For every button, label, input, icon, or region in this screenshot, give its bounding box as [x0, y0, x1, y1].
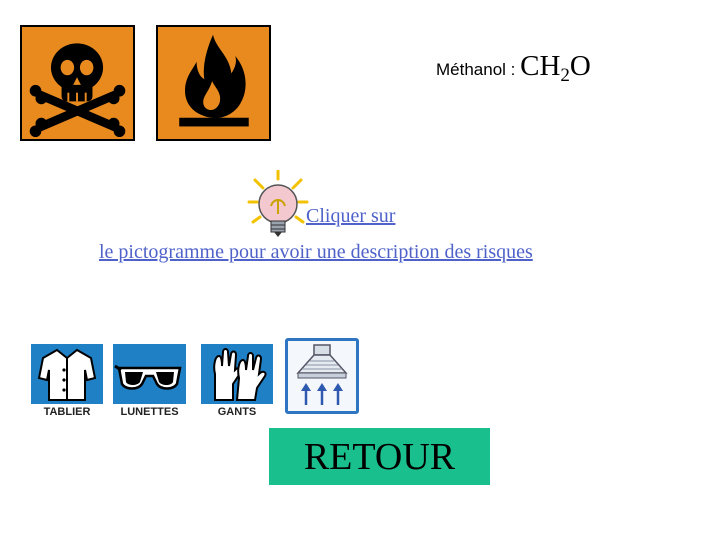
- gloves-icon: [213, 348, 267, 401]
- lab-coat-icon: [37, 348, 97, 401]
- info-link-line1[interactable]: Cliquer sur: [306, 205, 396, 227]
- lightbulb-icon: [247, 170, 309, 242]
- ppe-apron[interactable]: TABLIER: [31, 344, 103, 422]
- flame-icon: [179, 34, 249, 127]
- ppe-goggles[interactable]: LUNETTES: [113, 344, 186, 422]
- formula-subscript: 2: [560, 65, 570, 86]
- ppe-gloves[interactable]: GANTS: [201, 344, 273, 422]
- ppe-goggles-label: LUNETTES: [120, 406, 179, 418]
- safety-glasses-icon: [114, 364, 182, 390]
- info-link-line2[interactable]: le pictogramme pour avoir une descriptio…: [99, 241, 533, 263]
- formula-suffix: O: [569, 50, 591, 82]
- substance-name: Méthanol :: [436, 60, 521, 79]
- formula-prefix: CH: [520, 50, 561, 82]
- chemical-formula: CH2O: [520, 50, 591, 85]
- substance-title: Méthanol : CH2O: [436, 50, 591, 85]
- ppe-gloves-label: GANTS: [217, 406, 257, 418]
- retour-button[interactable]: RETOUR: [269, 428, 490, 485]
- ppe-apron-label: TABLIER: [43, 406, 91, 418]
- skull-crossbones-icon: [29, 43, 126, 138]
- fume-hood-icon: [296, 344, 348, 405]
- ppe-fume-hood[interactable]: [285, 338, 359, 414]
- flammable-hazard-pictogram[interactable]: [156, 25, 271, 141]
- toxic-hazard-pictogram[interactable]: [20, 25, 135, 141]
